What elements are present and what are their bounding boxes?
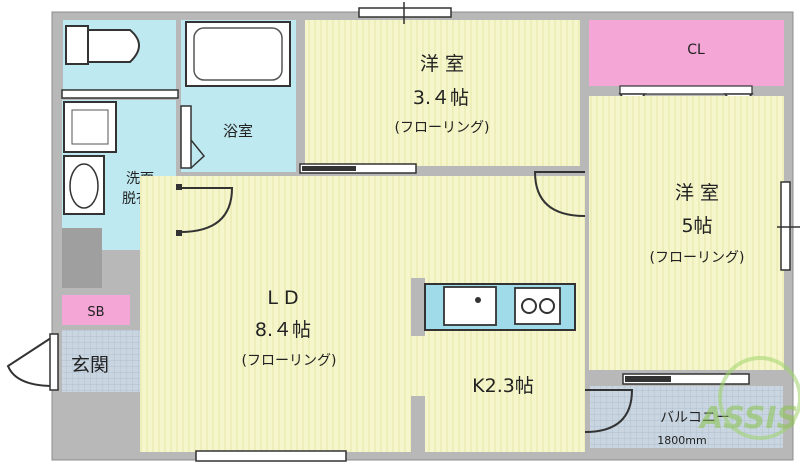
svg-text:ASSIST: ASSIST <box>698 401 800 436</box>
ld-type: (フローリング) <box>242 353 337 369</box>
kitchen-label: K2.3帖 <box>472 375 534 397</box>
toilet-door <box>61 89 179 99</box>
stove-burner-left <box>521 298 537 314</box>
kitchen-faucet <box>475 297 481 303</box>
shoe-box-label: SB <box>87 305 104 320</box>
storage-gray <box>62 228 102 288</box>
room2-lower-door-dark <box>625 376 671 382</box>
kitchen-partition <box>411 278 425 336</box>
washroom-door-hinge-1 <box>176 184 182 190</box>
toilet-bowl-icon <box>87 29 140 63</box>
western-room-2-size: 5帖 <box>681 215 712 237</box>
closet <box>589 20 784 86</box>
western-room-1-size: 3.４帖 <box>413 87 469 109</box>
western-room-1-name: 洋 室 <box>420 53 464 75</box>
kitchen-sink-icon <box>443 286 497 326</box>
bathroom-door-arc <box>190 139 206 169</box>
closet-label: CL <box>687 42 705 58</box>
western-room-2 <box>589 96 784 370</box>
shoe-box <box>62 295 130 325</box>
entrance-door-arc <box>6 335 55 387</box>
western-room-2-type: (フローリング) <box>650 250 745 266</box>
kitchen-partition-2 <box>411 396 425 452</box>
washbasin-bowl <box>69 163 99 209</box>
entrance-door <box>49 333 59 391</box>
room2-window <box>780 181 791 271</box>
entrance-label: 玄関 <box>71 354 109 376</box>
stove-burner-right <box>539 298 555 314</box>
bathtub-inner <box>193 27 283 81</box>
washer-inner <box>71 109 109 145</box>
room2-lower-door <box>622 373 750 385</box>
ld-size: 8.４帖 <box>255 319 311 341</box>
washroom-door-arc <box>179 187 234 233</box>
balcony-door-arc <box>584 389 634 433</box>
room1-sliding-door <box>299 163 417 174</box>
bathroom-door <box>180 105 192 169</box>
western-room-1-type: (フローリング) <box>395 120 490 136</box>
closet-door <box>619 85 753 95</box>
balcony-label: バルコニー <box>660 410 730 426</box>
western-room-1 <box>305 20 580 166</box>
western-room-2-name: 洋 室 <box>675 182 719 204</box>
ld-name: L D <box>267 287 298 309</box>
room2-door-arc <box>533 171 586 217</box>
entrance <box>62 330 140 392</box>
bathroom-label: 浴室 <box>223 122 253 140</box>
balcony-width: 1800mm <box>657 434 706 447</box>
washroom-door-hinge-2 <box>176 230 182 236</box>
ld-window <box>195 450 347 462</box>
room1-sliding-door-dark <box>302 166 356 171</box>
room1-window <box>358 7 452 18</box>
watermark-logo: ASSIST <box>698 356 800 440</box>
toilet-icon <box>65 25 89 65</box>
